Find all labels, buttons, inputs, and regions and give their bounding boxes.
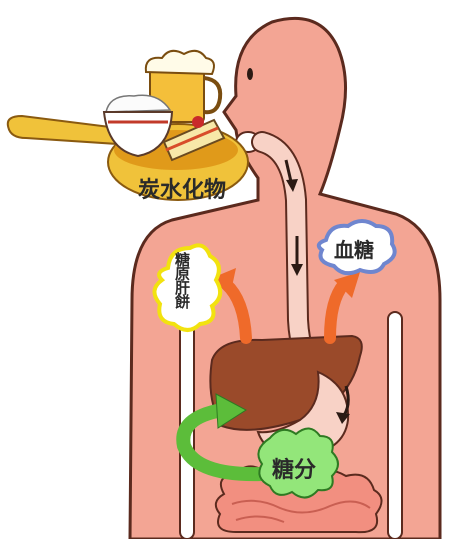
cake-cherry: [192, 116, 204, 128]
blood-sugar-label: 血糖: [334, 234, 374, 263]
eye: [247, 68, 253, 80]
right-arm-gap: [388, 312, 402, 539]
carbohydrate-label: 炭水化物: [138, 172, 226, 204]
glycogen-label: 糖原肝餅: [174, 252, 190, 308]
sugar-label: 糖分: [272, 452, 316, 484]
beer-handle: [204, 78, 220, 112]
beer-foam: [146, 51, 214, 74]
spoon-handle: [8, 116, 118, 144]
